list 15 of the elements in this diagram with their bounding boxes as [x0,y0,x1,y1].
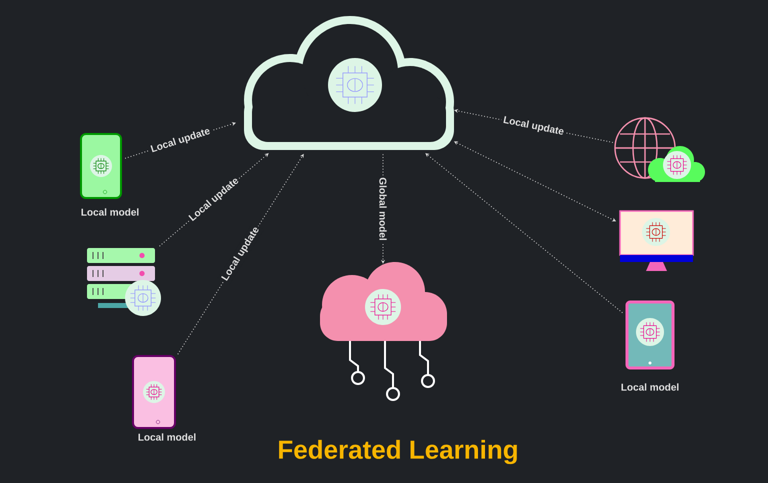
edge-label: Global model [377,175,389,243]
edge-label: Local update [500,113,567,140]
node-caption: Local model [82,208,138,216]
node-caption: Local model [138,433,196,441]
node-caption: Local model [622,383,678,391]
monitor-drawing [619,210,694,271]
cloud-drawing [320,262,447,401]
server-drawing [87,248,161,316]
edge-label: Local update [147,124,214,157]
globe-drawing [614,117,705,182]
title: Federated Learning [279,440,517,464]
phone-drawing [132,355,176,429]
cloud-drawing [244,16,454,150]
phone-drawing [80,133,122,199]
tablet-drawing [626,300,674,370]
